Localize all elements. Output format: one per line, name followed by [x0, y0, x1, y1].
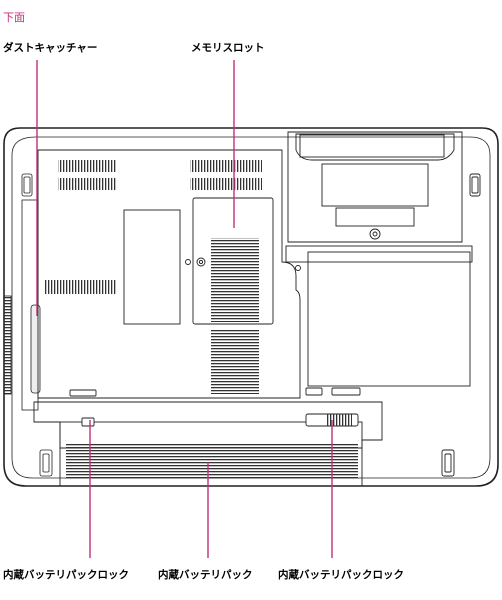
- battery-area: [33, 401, 383, 487]
- label-memory-slot: メモリスロット: [191, 42, 265, 54]
- label-battery-lock-left: 内蔵バッテリパックロック: [3, 569, 129, 581]
- leader-lines: [36, 60, 333, 558]
- right-compartment: [305, 251, 471, 477]
- left-side-details: [3, 173, 53, 477]
- label-battery-lock-right: 内蔵バッテリパックロック: [278, 569, 404, 581]
- label-dust-catcher: ダストキャッチャー: [3, 42, 98, 54]
- drive-compartment: [285, 131, 481, 263]
- section-heading: 下面: [3, 11, 25, 24]
- label-battery-pack: 内蔵バッテリパック: [158, 569, 253, 581]
- main-cover-panel: [37, 149, 301, 399]
